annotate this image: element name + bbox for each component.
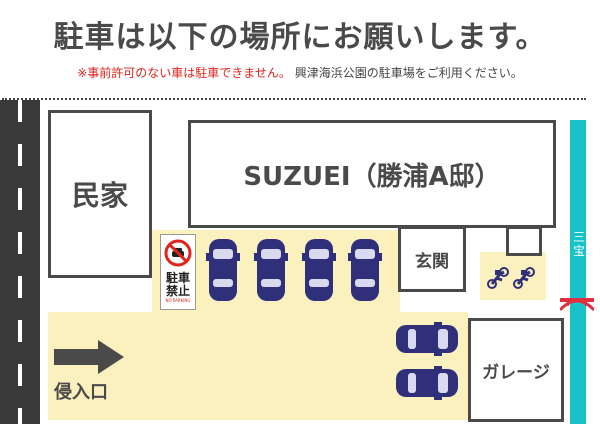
car-icon [348,239,382,301]
porch-box [506,226,542,256]
entry-label: 侵入口 [54,382,108,403]
car-icon [206,239,240,301]
entrance-label: 玄関 [415,251,449,272]
entrance: 玄関 [398,226,466,292]
garage-label: ガレージ [482,362,550,383]
car-icon [396,322,458,356]
parking-map: 民家 SUZUEI（勝浦A邸） 玄関 ガレージ 三宝 駐車 禁止 NO PARK… [0,100,600,424]
no-parking-icon [164,239,192,267]
no-parking-sign: 駐車 禁止 NO PARKING [160,234,196,310]
car-icon [396,366,458,400]
motorcycle-icon [487,267,509,289]
parking-area-bike [480,252,546,300]
river [570,120,586,424]
arrow-right-icon [54,340,124,374]
motorcycle-icon [513,267,535,289]
warning-text: ※事前許可のない車は駐車できません。 [77,66,291,80]
main-building-label: SUZUEI（勝浦A邸） [243,161,501,192]
car-icon [254,239,288,301]
dotted-divider [2,98,586,100]
neighbor-house: 民家 [48,110,152,278]
bridge-icon [560,298,594,312]
no-parking-line1: 駐車 [165,271,190,285]
river-label: 三宝 [572,230,585,258]
main-building: SUZUEI（勝浦A邸） [188,120,556,228]
no-parking-small: NO PARKING [165,298,191,303]
neighbor-house-label: 民家 [71,179,128,212]
road-lane-markings [18,100,22,424]
no-parking-line2: 禁止 [165,284,190,298]
notice-line: ※事前許可のない車は駐車できません。 興津海浜公園の駐車場をご利用ください。 [0,65,600,81]
page-title: 駐車は以下の場所にお願いします。 [53,20,547,55]
garage: ガレージ [468,318,564,422]
car-icon [302,239,336,301]
info-text: 興津海浜公園の駐車場をご利用ください。 [294,66,523,80]
